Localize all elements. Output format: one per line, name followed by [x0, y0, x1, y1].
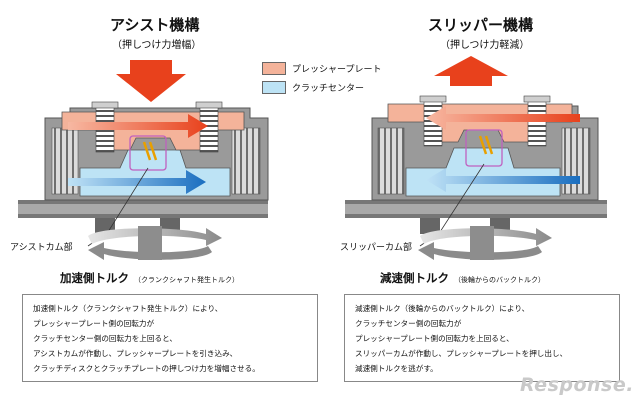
torque-note: （クランクシャフト発生トルク） [134, 276, 239, 284]
clutch-diagram [18, 56, 607, 260]
pressure-plate-swatch [262, 62, 286, 75]
torque-label-text: 加速側トルク [60, 271, 129, 285]
description-line: 減速側トルクを逃がす。 [355, 364, 438, 373]
right-torque-label: 減速側トルク （後輪からのバックトルク） [380, 270, 545, 286]
rotation-arrow-icon [418, 242, 542, 260]
description-line: スリッパーカムが作動し、プレッシャープレートを押し出し、 [355, 349, 568, 358]
left-subtitle: （押しつけ力増幅） [112, 40, 202, 51]
push-up-arrow-icon [434, 56, 508, 86]
right-title: スリッパー機構 [428, 16, 534, 34]
description-line: クラッチセンター側の回転力を上回ると、 [33, 334, 177, 343]
left-clutch [18, 60, 269, 260]
legend-item-pressure-plate: プレッシャープレート [262, 62, 381, 75]
center-rotation-arrow-icon [68, 170, 206, 194]
pressure-rotation-arrow-icon [426, 106, 580, 130]
legend-label: プレッシャープレート [292, 65, 382, 75]
rotation-arrow-icon [88, 228, 222, 246]
left-torque-label: 加速側トルク （クランクシャフト発生トルク） [60, 270, 239, 286]
description-line: アシストカムが作動し、プレッシャープレートを引き込み、 [33, 349, 238, 358]
right-clutch [345, 56, 607, 260]
torque-note: （後輪からのバックトルク） [454, 276, 545, 284]
right-description-box: 減速側トルク（後輪からのバックトルク）により、 クラッチセンター側の回転力が プ… [344, 294, 620, 382]
left-title: アシスト機構 [110, 16, 200, 34]
legend: プレッシャープレート クラッチセンター [262, 62, 381, 94]
left-description-box: 加速側トルク（クランクシャフト発生トルク）により、 プレッシャープレート側の回転… [22, 294, 318, 382]
assist-cam-highlight [129, 135, 167, 171]
legend-item-clutch-center: クラッチセンター [262, 81, 381, 94]
description-line: 減速側トルク（後輪からのバックトルク）により、 [355, 304, 530, 313]
description-line: クラッチセンター側の回転力が [355, 319, 462, 328]
clutch-center-swatch [262, 81, 286, 94]
response-logo: Response. [520, 374, 634, 396]
slipper-cam-highlight [465, 129, 503, 167]
rotation-arrow-icon [420, 228, 552, 246]
description-line: クラッチディスクとクラッチプレートの押しつけ力を増幅させる。 [33, 364, 260, 373]
assist-cam-callout: アシストカム部 [10, 243, 73, 253]
center-rotation-arrow-icon [426, 168, 580, 192]
push-down-arrow-icon [116, 60, 186, 102]
legend-label: クラッチセンター [292, 84, 365, 94]
rotation-arrow-icon [88, 242, 212, 260]
torque-label-text: 減速側トルク [380, 271, 449, 285]
description-line: プレッシャープレート側の回転力を上回ると、 [355, 334, 514, 343]
description-line: 加速側トルク（クランクシャフト発生トルク）により、 [33, 304, 223, 313]
pressure-rotation-arrow-icon [68, 114, 208, 138]
slipper-cam-callout: スリッパーカム部 [340, 243, 413, 253]
description-line: プレッシャープレート側の回転力が [33, 319, 155, 328]
right-subtitle: （押しつけ力軽減） [440, 40, 530, 51]
